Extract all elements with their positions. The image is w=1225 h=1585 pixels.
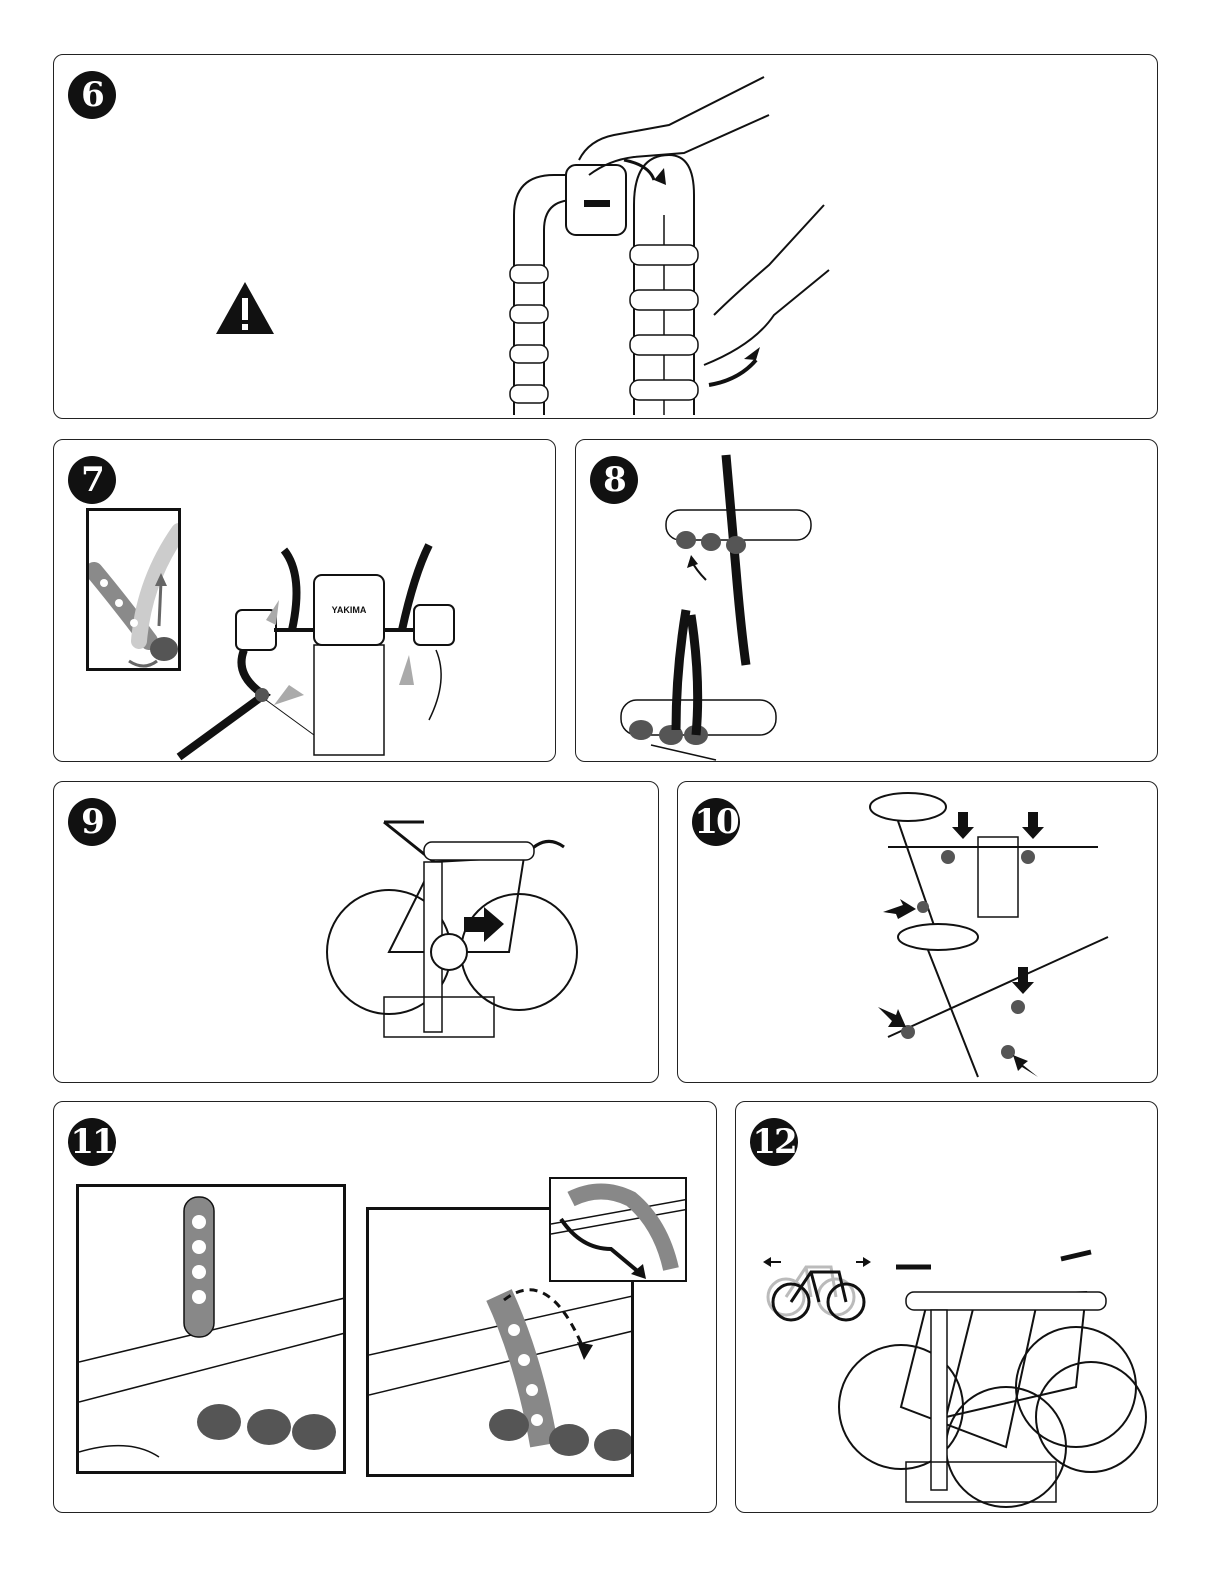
step-7-cradle-illustration: YAKIMA [174, 535, 554, 765]
brand-mark-label: YAKIMA [332, 605, 367, 615]
step-6-panel: 6 [53, 54, 1158, 419]
rack-mast-illustration [494, 65, 794, 417]
step-9-panel: 9 [53, 781, 659, 1083]
step-11-inset-left [76, 1184, 346, 1474]
step-number-7: 7 [68, 456, 116, 504]
step-11-panel: 11 [53, 1101, 717, 1513]
step-8-panel: 8 [575, 439, 1158, 762]
step-10-panel: 10 [677, 781, 1158, 1083]
step-number-11: 11 [68, 1118, 116, 1166]
step-8-cradle-illustration [596, 450, 816, 760]
step-7-panel: 7 YAKIMA [53, 439, 556, 762]
step-12-panel: 12 [735, 1101, 1158, 1513]
step-12-two-bikes-illustration [836, 1237, 1156, 1512]
step-number-9: 9 [68, 798, 116, 846]
step-number-6: 6 [68, 71, 116, 119]
step-9-bike-mount-illustration [324, 802, 584, 1052]
step-10-strap-lock-illustration [868, 787, 1148, 1082]
warning-triangle-icon [214, 280, 276, 336]
step-number-10: 10 [692, 798, 740, 846]
step-11-detail-inset [549, 1177, 687, 1282]
step-7-strap-detail-inset [86, 508, 181, 671]
step-number-12: 12 [750, 1118, 798, 1166]
